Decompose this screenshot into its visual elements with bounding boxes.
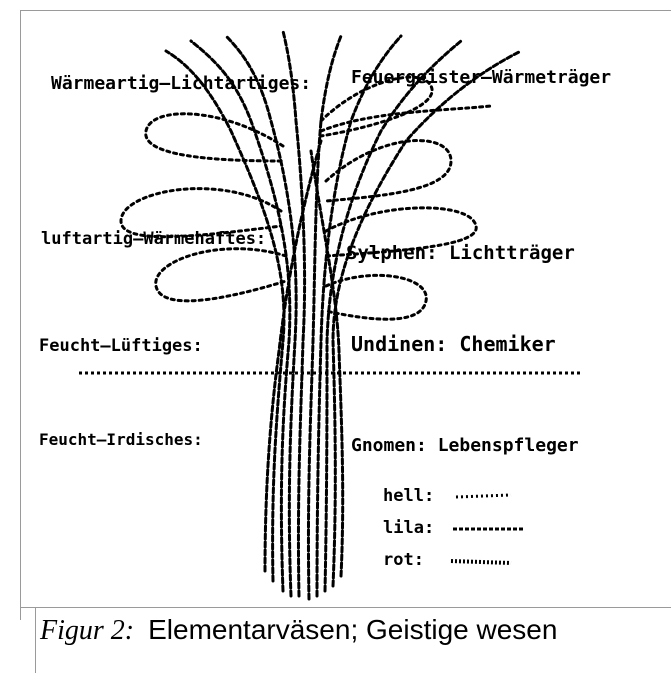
legend-label-lila: lila: (383, 518, 434, 538)
label-mid-left: luftartig–Wärmehaftes: (41, 229, 266, 249)
caption-text: Elementarväsen; Geistige wesen (148, 614, 557, 645)
elemental-beings-drawing: Wärmeartig–Lichtartiges: Feuergeister–Wä… (21, 11, 671, 607)
label-lower-left: Feucht–Lüftiges: (39, 336, 203, 356)
label-top-left: Wärmeartig–Lichtartiges: (51, 73, 311, 94)
legend-label-hell: hell: (383, 486, 434, 506)
label-mid-right: Sylphen: Lichtträger (346, 242, 575, 264)
label-bottom-right: Gnomen: Lebenspfleger (351, 435, 579, 456)
legend-label-rot: rot: (383, 550, 424, 570)
figure-frame-bottom (20, 607, 671, 608)
legend-swatch-rot (451, 561, 511, 563)
caption-frame-left (35, 607, 36, 673)
label-lower-right: Undinen: Chemiker (351, 332, 556, 356)
legend-swatch-hell (456, 495, 511, 497)
label-top-right: Feuergeister–Wärmeträger (351, 67, 611, 88)
caption-label: Figur 2: (40, 615, 134, 646)
legend: hell: lila: rot: (383, 486, 523, 570)
figure-caption: Figur 2: Elementarväsen; Geistige wesen (40, 614, 557, 654)
label-bottom-left: Feucht–Irdisches: (39, 430, 203, 449)
